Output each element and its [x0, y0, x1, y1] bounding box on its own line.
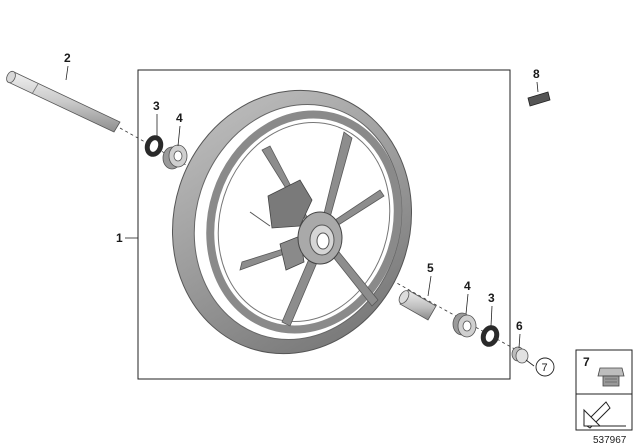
circle-ref-7: [535, 357, 555, 377]
axle: [6, 70, 121, 133]
callout-4-right: 4: [464, 279, 471, 293]
seal-left: [144, 135, 164, 157]
callout-8: 8: [533, 67, 540, 81]
wrench-arrow-icon: [583, 401, 626, 429]
inset-number: 7: [583, 355, 590, 369]
callout-5: 5: [427, 261, 434, 275]
seal-right: [480, 325, 500, 347]
leader-lines: [65, 65, 539, 367]
bearing-left: [162, 144, 188, 170]
callout-1: 1: [116, 231, 123, 245]
callout-6: 6: [516, 319, 523, 333]
circle-ref-7-label: 7: [542, 362, 548, 374]
wheel: [171, 89, 413, 355]
bearing-right: [452, 312, 477, 338]
spacer: [398, 289, 437, 321]
callout-3-left: 3: [153, 99, 160, 113]
callout-2: 2: [64, 51, 71, 65]
callout-4-left: 4: [176, 111, 183, 125]
assembly-frame: [137, 69, 511, 380]
valve-stub: [527, 91, 551, 107]
callout-3-right: 3: [488, 291, 495, 305]
diagram-id: 537967: [593, 435, 627, 446]
collar: [511, 346, 529, 364]
inset-plug-part: [597, 367, 625, 387]
